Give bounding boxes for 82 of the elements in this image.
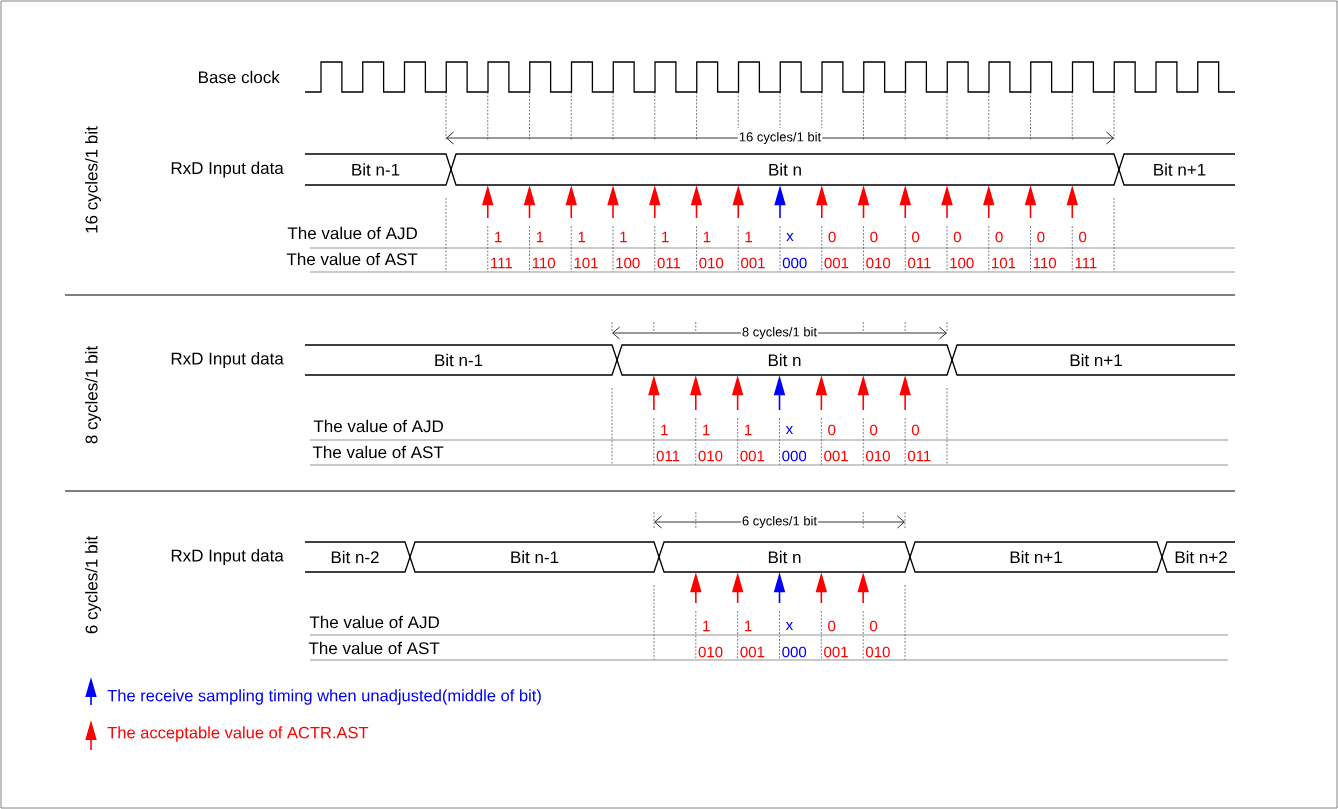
table-value: 1 [745, 620, 752, 632]
table-value: 010 [698, 646, 723, 658]
table-value: 0 [953, 231, 961, 243]
table-value: 1 [745, 424, 752, 436]
section-label: 16 cycles/1 bit [85, 126, 101, 233]
signal-band: Bit n [450, 153, 1120, 186]
table-value: 0 [828, 620, 836, 632]
table-value: 1 [578, 231, 586, 243]
table-value: 001 [824, 257, 849, 269]
dimension-label: 16 cycles/1 bit [737, 131, 823, 145]
row-label: The value of AST [312, 445, 444, 459]
table-value: 100 [950, 257, 974, 269]
table-value: 001 [740, 450, 765, 462]
table-value: 001 [741, 257, 765, 269]
table-value: x [785, 426, 794, 434]
table-value: 011 [908, 257, 931, 269]
table-value: 0 [828, 231, 836, 243]
table-value: x [786, 233, 794, 241]
signal-band: Bit n [658, 541, 911, 573]
signal-band: Bit n+2 [1161, 541, 1236, 573]
table-value: 1 [661, 424, 668, 436]
table-value: 0 [1079, 231, 1087, 243]
table-value: 0 [912, 231, 920, 243]
table-value: 110 [532, 257, 556, 269]
table-value: 000 [782, 646, 807, 658]
table-value: 011 [656, 450, 680, 462]
table-value: 011 [907, 450, 931, 462]
signal-band: Bit n+1 [951, 344, 1236, 376]
table-value: 101 [992, 257, 1016, 269]
table-value: 0 [995, 231, 1003, 243]
signal-band: Bit n [616, 344, 953, 376]
table-value: 010 [698, 450, 723, 462]
table-value: 0 [870, 231, 878, 243]
table-value: 000 [782, 257, 807, 269]
legend-text: The receive sampling timing when unadjusted(middle of bit) [107, 689, 541, 705]
table-value: 001 [740, 646, 765, 658]
section-label: 8 cycles/1 bit [85, 346, 101, 444]
signal-band: Bit n-1 [304, 344, 618, 376]
table-value: 1 [703, 424, 710, 436]
signal-band: Bit n-2 [304, 541, 411, 573]
table-value: 1 [620, 231, 627, 243]
table-value: 111 [1075, 257, 1097, 269]
table-value: 010 [866, 257, 891, 269]
table-value: 0 [870, 424, 878, 436]
row-label: RxD Input data [171, 549, 284, 565]
table-value: 0 [1037, 231, 1045, 243]
table-value: x [785, 622, 794, 630]
table-value: 010 [865, 646, 890, 658]
table-value: 000 [782, 450, 807, 462]
table-value: 110 [1033, 257, 1057, 269]
row-label: RxD Input data [171, 352, 284, 368]
table-value: 011 [657, 257, 681, 269]
table-value: 1 [536, 231, 544, 243]
section-label: 6 cycles/1 bit [85, 536, 101, 634]
signal-band: Bit n-1 [304, 153, 452, 186]
signal-band: Bit n+1 [1118, 153, 1236, 186]
table-value: 1 [703, 620, 710, 632]
table-value: 0 [911, 424, 920, 436]
row-label: The value of AJD [287, 226, 417, 240]
table-value: 1 [662, 231, 669, 243]
row-label: The value of AST [286, 252, 418, 266]
table-value: 010 [866, 450, 890, 462]
table-value: 100 [616, 257, 640, 269]
table-value: 0 [869, 620, 878, 632]
dimension-label: 6 cycles/1 bit [740, 515, 819, 529]
table-value: 101 [574, 257, 598, 269]
signal-band: Bit n-1 [409, 541, 660, 573]
table-value: 1 [495, 231, 502, 243]
table-value: 010 [699, 257, 724, 269]
row-label: The value of AJD [313, 419, 443, 433]
table-value: 111 [491, 257, 512, 269]
table-value: 001 [824, 450, 848, 462]
row-label: The value of AST [308, 641, 440, 655]
table-value: 001 [824, 646, 848, 658]
table-value: 0 [828, 424, 836, 436]
legend-text: The acceptable value of ACTR.AST [107, 726, 369, 742]
signal-band: Bit n+1 [909, 541, 1163, 573]
row-label: RxD Input data [171, 161, 284, 178]
row-label: Base clock [199, 70, 280, 84]
row-label: The value of AJD [309, 615, 439, 629]
table-value: 1 [703, 231, 711, 243]
table-value: 1 [745, 231, 753, 243]
